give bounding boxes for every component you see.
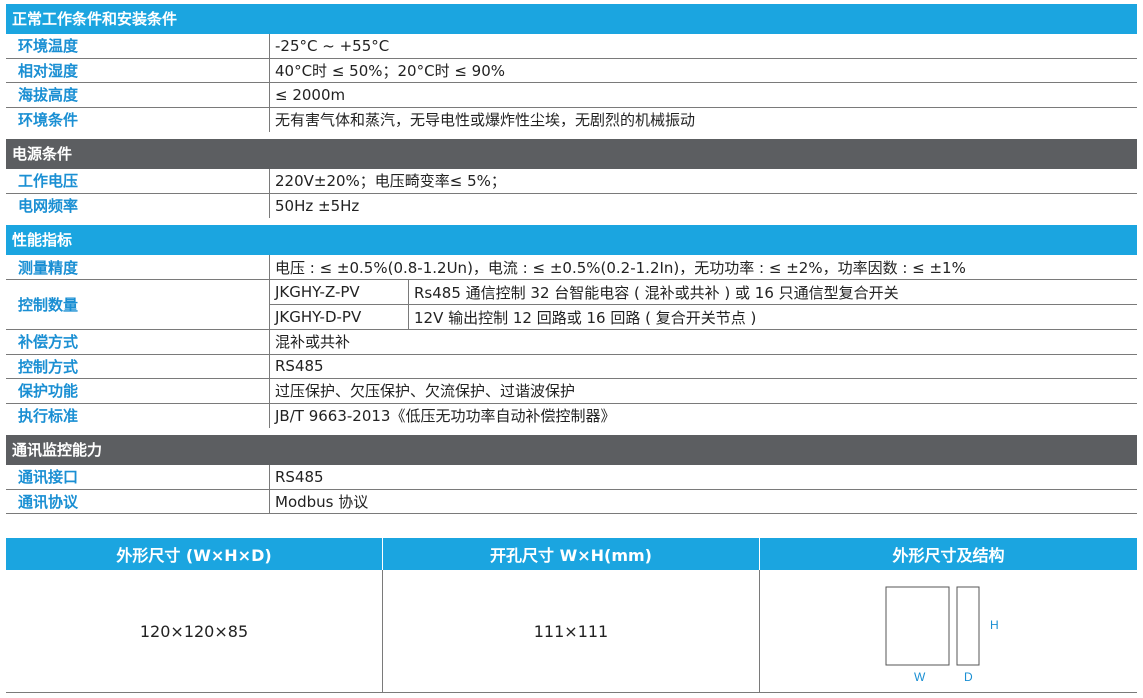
model-row: JKGHY-D-PV 12V 输出控制 12 回路或 16 回路 ( 复合开关节…	[270, 304, 1137, 329]
spec-row: 通讯协议 Modbus 协议	[6, 489, 1137, 514]
spec-value: JB/T 9663-2013《低压无功功率自动补偿控制器》	[275, 407, 616, 426]
dim-label-h: H	[990, 618, 999, 632]
spec-value: ≤ 2000m	[275, 85, 346, 104]
section-header-perf: 性能指标	[6, 225, 1137, 255]
header-cutout-size: 开孔尺寸 W×H(mm)	[383, 538, 760, 570]
spec-value: 220V±20%；电压畸变率≤ 5%；	[275, 172, 506, 191]
dim-label-w: W	[914, 670, 926, 683]
spec-row: 环境条件 无有害气体和蒸汽，无导电性或爆炸性尘埃，无剧烈的机械振动	[6, 107, 1137, 132]
model-name: JKGHY-D-PV	[270, 305, 409, 329]
section-header-power: 电源条件	[6, 139, 1137, 169]
spec-value: Modbus 协议	[275, 492, 369, 511]
spec-label: 补偿方式	[6, 330, 270, 354]
spec-label: 保护功能	[6, 379, 270, 403]
spec-label: 海拔高度	[6, 83, 270, 107]
spec-label: 通讯接口	[6, 465, 270, 489]
spec-value: RS485	[275, 357, 324, 376]
model-row: JKGHY-Z-PV Rs485 通信控制 32 台智能电容 ( 混补或共补 )…	[270, 280, 1137, 305]
dimensions-body: 120×120×85 111×111 H W D	[6, 570, 1137, 692]
spec-row: 保护功能 过压保护、欠压保护、欠流保护、过谐波保护	[6, 379, 1137, 404]
model-desc: 12V 输出控制 12 回路或 16 回路 ( 复合开关节点 )	[414, 308, 757, 327]
header-structure: 外形尺寸及结构	[892, 546, 1005, 565]
dimensions-header: 外形尺寸 (W×H×D) 开孔尺寸 W×H(mm) 外形尺寸及结构	[6, 538, 1137, 570]
spec-label: 控制数量	[6, 280, 270, 329]
front-view-outline	[885, 586, 949, 666]
spec-label: 电网频率	[6, 193, 270, 218]
model-name: JKGHY-Z-PV	[270, 280, 409, 305]
spec-table: 正常工作条件和安装条件 环境温度 -25°C ~ +55°C 相对湿度 40°C…	[6, 4, 1137, 514]
spec-row: 工作电压 220V±20%；电压畸变率≤ 5%；	[6, 169, 1137, 194]
spec-label: 执行标准	[6, 403, 270, 428]
dimensions-table: 外形尺寸 (W×H×D) 开孔尺寸 W×H(mm) 外形尺寸及结构 120×12…	[6, 538, 1137, 693]
spec-label: 工作电压	[6, 169, 270, 193]
spec-value: RS485	[275, 467, 324, 486]
spec-value: 电压 : ≤ ±0.5%(0.8-1.2Un)，电流 : ≤ ±0.5%(0.2…	[275, 258, 966, 277]
spec-value: 混补或共补	[275, 333, 351, 352]
control-quantity-row: 控制数量 JKGHY-Z-PV Rs485 通信控制 32 台智能电容 ( 混补…	[6, 280, 1137, 330]
spec-row: 电网频率 50Hz ±5Hz	[6, 193, 1137, 218]
spec-value: 过压保护、欠压保护、欠流保护、过谐波保护	[275, 382, 576, 401]
dim-label-d: D	[964, 670, 973, 683]
spec-row: 环境温度 -25°C ~ +55°C	[6, 34, 1137, 59]
structure-diagram: H W D	[885, 586, 999, 683]
spec-row: 执行标准 JB/T 9663-2013《低压无功功率自动补偿控制器》	[6, 403, 1137, 428]
control-models: JKGHY-Z-PV Rs485 通信控制 32 台智能电容 ( 混补或共补 )…	[270, 280, 1137, 329]
spec-row: 控制方式 RS485	[6, 354, 1137, 379]
structure-diagram-cell: H W D	[760, 570, 1137, 692]
spec-row: 补偿方式 混补或共补	[6, 330, 1137, 355]
spec-label: 通讯协议	[6, 489, 270, 513]
spec-row: 通讯接口 RS485	[6, 465, 1137, 490]
spec-label: 环境条件	[6, 107, 270, 132]
spec-value: 50Hz ±5Hz	[275, 196, 360, 215]
spec-row: 相对湿度 40°C时 ≤ 50%；20°C时 ≤ 90%	[6, 58, 1137, 83]
cutout-size-value: 111×111	[383, 570, 760, 692]
side-view-outline	[956, 586, 979, 666]
spec-row: 海拔高度 ≤ 2000m	[6, 83, 1137, 108]
outer-size-value: 120×120×85	[6, 570, 383, 692]
header-outer-size: 外形尺寸 (W×H×D)	[6, 538, 383, 570]
spec-value: 无有害气体和蒸汽，无导电性或爆炸性尘埃，无剧烈的机械振动	[275, 111, 696, 130]
spec-label: 环境温度	[6, 34, 270, 58]
spec-row: 测量精度 电压 : ≤ ±0.5%(0.8-1.2Un)，电流 : ≤ ±0.5…	[6, 255, 1137, 280]
spec-label: 测量精度	[6, 255, 270, 279]
model-desc: Rs485 通信控制 32 台智能电容 ( 混补或共补 ) 或 16 只通信型复…	[414, 283, 899, 302]
spec-value: 40°C时 ≤ 50%；20°C时 ≤ 90%	[275, 61, 506, 80]
spec-value: -25°C ~ +55°C	[275, 36, 390, 55]
spec-label: 相对湿度	[6, 58, 270, 82]
section-header-comm: 通讯监控能力	[6, 435, 1137, 465]
section-header-env: 正常工作条件和安装条件	[6, 4, 1137, 34]
spec-label: 控制方式	[6, 354, 270, 378]
